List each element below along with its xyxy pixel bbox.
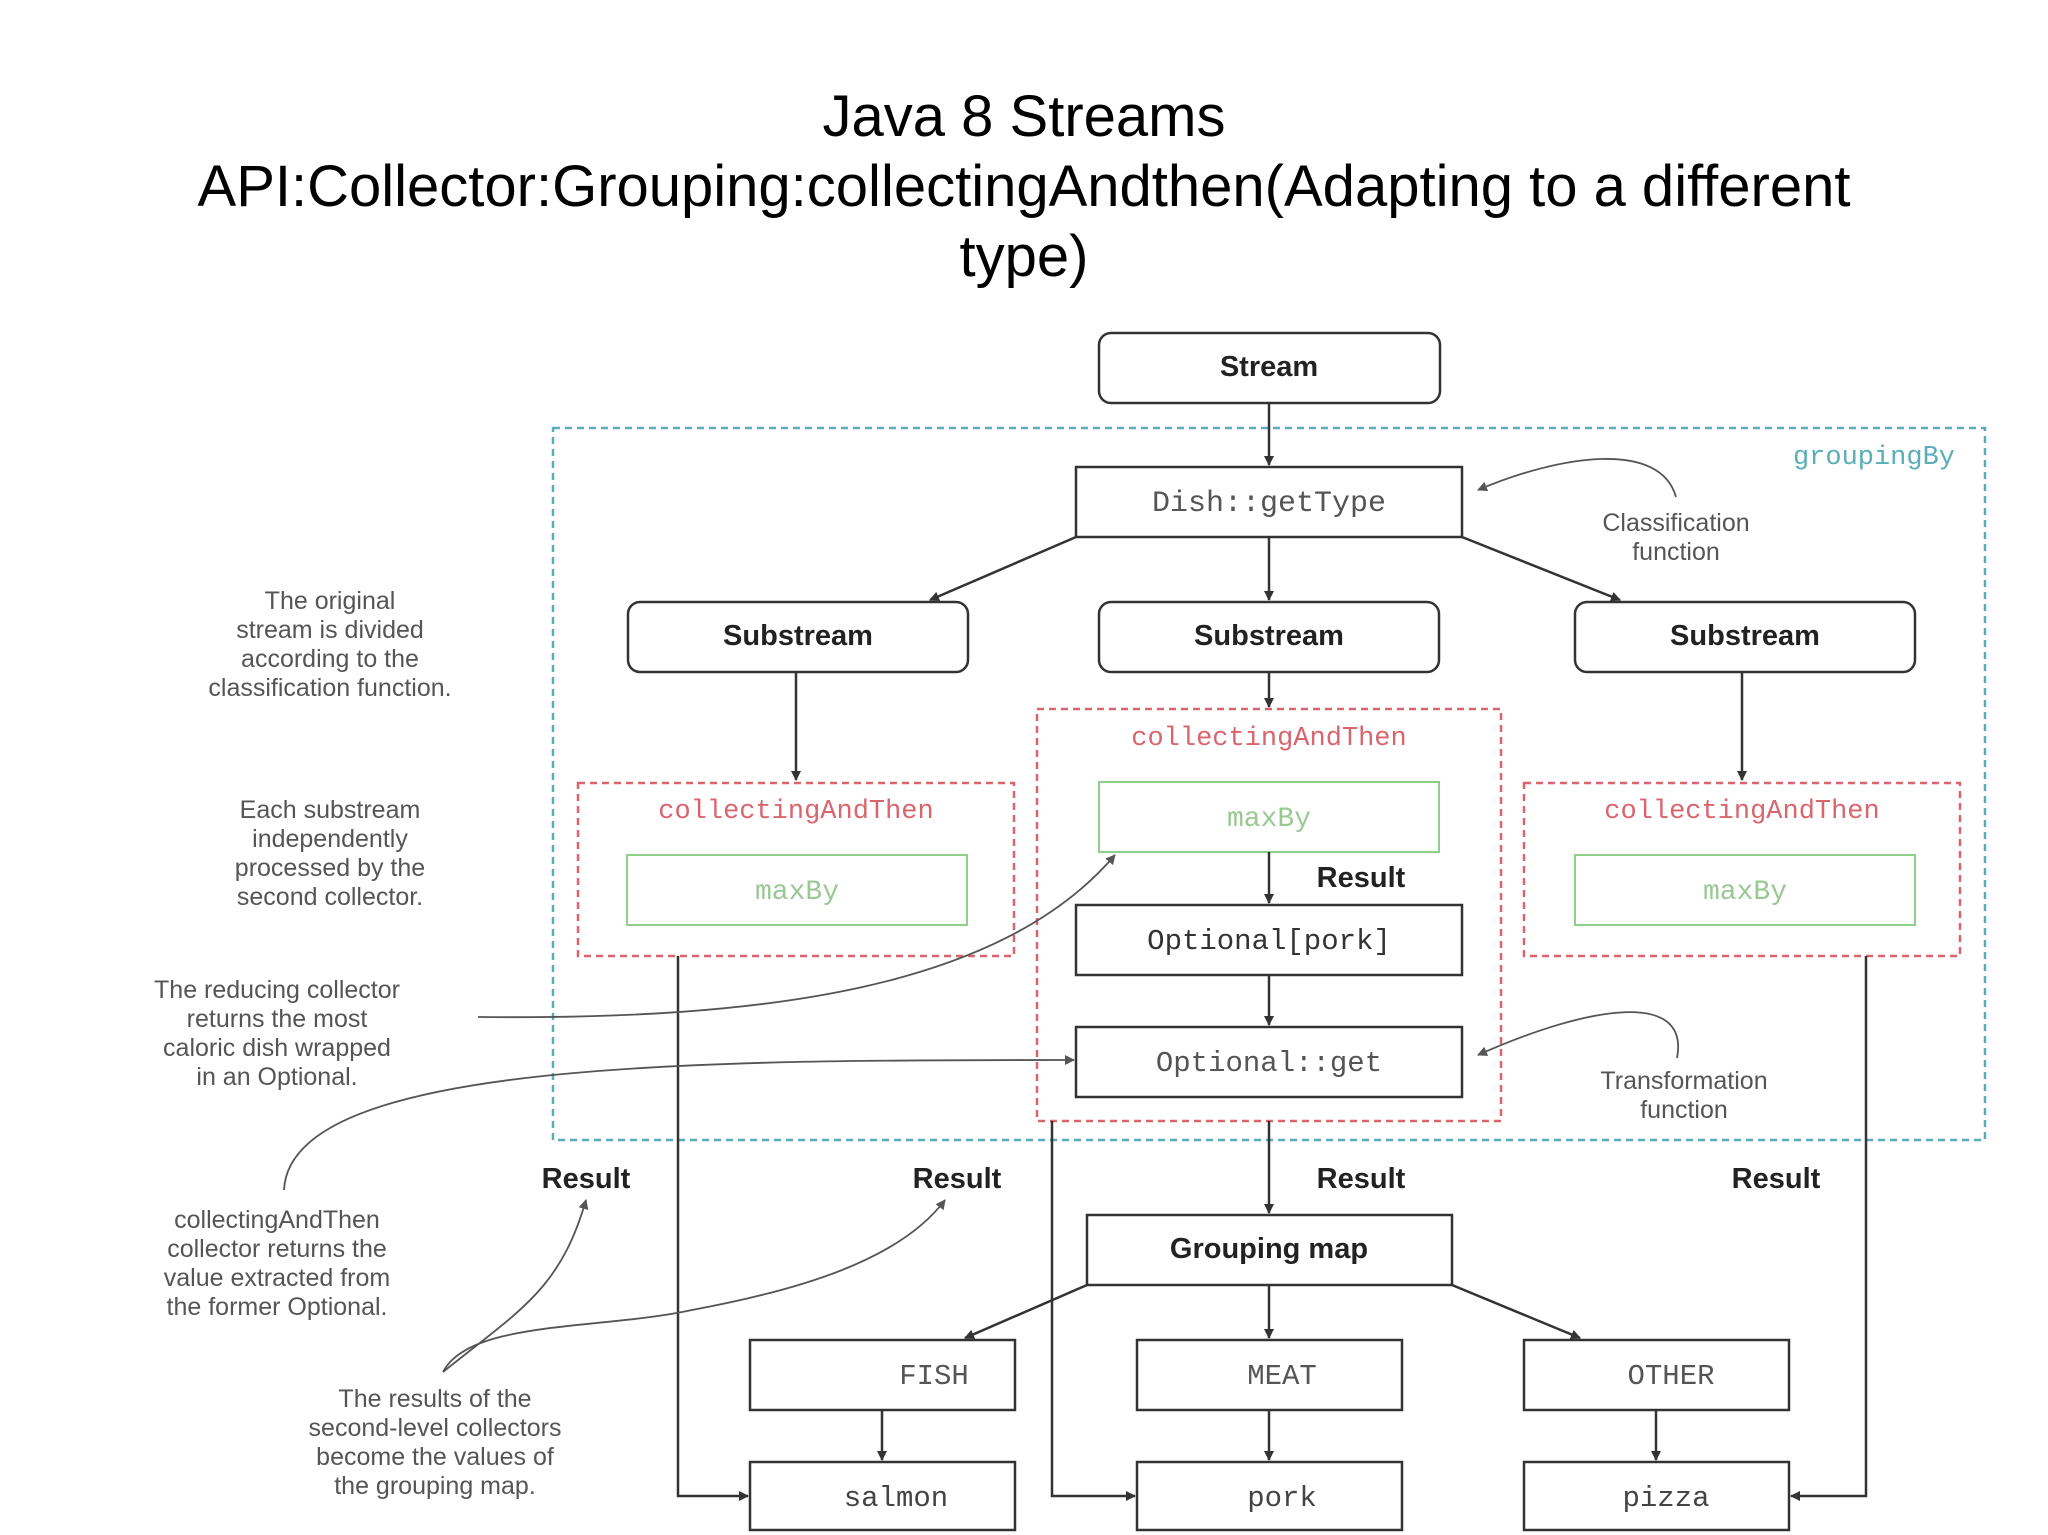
result-label-center: Result	[1317, 1163, 1406, 1195]
max-by-label-middle: maxBy	[1227, 804, 1311, 835]
classification-note-line-2: function	[1632, 538, 1720, 566]
collecting-and-then-region-right	[1522, 781, 1962, 958]
note-results-values-line-3: become the values of	[316, 1443, 554, 1471]
max-by-box-left	[626, 854, 968, 926]
substream-label-middle: Substream	[1194, 620, 1344, 652]
note-results-values-line-4: the grouping map.	[334, 1472, 536, 1500]
key-box-meat	[1135, 1338, 1404, 1412]
collecting-returns-pointer	[283, 1055, 1075, 1191]
key-box-other	[1522, 1338, 1791, 1412]
max-by-label-left: maxBy	[755, 877, 839, 908]
optional-get-box	[1074, 1025, 1464, 1099]
transformation-note-line-2: function	[1640, 1096, 1728, 1124]
substream-label-right: Substream	[1670, 620, 1820, 652]
slide-title: Java 8 Streams API:Collector:Grouping:co…	[0, 82, 2048, 292]
note-original-stream: The original stream is divided according…	[208, 587, 451, 702]
substream-box-left	[626, 600, 970, 674]
arrow-right-result-pizza	[1790, 956, 1868, 1501]
max-by-box-middle	[1098, 781, 1440, 853]
reducing-collector-pointer	[477, 854, 1116, 1019]
note-results-values-line-1: The results of the	[338, 1385, 531, 1413]
note-reducing-collector-line-3: caloric dish wrapped	[163, 1034, 391, 1062]
results-values-pointer-left	[442, 1199, 589, 1373]
value-box-pork	[1135, 1460, 1404, 1532]
arrow-classifier-substream-right	[1461, 535, 1621, 602]
note-substream-processed-line-2: independently	[252, 825, 408, 853]
classifier-label: Dish::getType	[1152, 487, 1386, 521]
stream-label: Stream	[1220, 351, 1318, 383]
collecting-and-then-label-left: collectingAndThen	[658, 797, 933, 827]
result-label-inner: Result	[1317, 862, 1406, 894]
transformation-pointer	[1477, 1011, 1680, 1059]
note-results-values-line-2: second-level collectors	[309, 1414, 562, 1442]
note-collecting-returns-line-1: collectingAndThen	[174, 1206, 380, 1234]
result-label-left: Result	[542, 1163, 631, 1195]
optional-pork-label: Optional[pork]	[1147, 925, 1391, 958]
note-substream-processed-line-3: processed by the	[235, 854, 425, 882]
arrow-classifier-substream-left	[929, 535, 1077, 602]
result-label-center-left: Result	[913, 1163, 1002, 1195]
note-collecting-returns-line-3: value extracted from	[164, 1264, 391, 1292]
max-by-label-right: maxBy	[1703, 877, 1787, 908]
note-original-stream-line-1: The original	[265, 587, 396, 615]
collecting-and-then-label-right: collectingAndThen	[1604, 797, 1879, 827]
results-values-pointer-right	[442, 1199, 946, 1373]
note-collecting-returns: collectingAndThen collector returns the …	[164, 1206, 391, 1321]
value-box-salmon	[748, 1460, 1017, 1532]
grouping-map-label: Grouping map	[1170, 1233, 1368, 1265]
collecting-and-then-label-middle: collectingAndThen	[1131, 724, 1406, 754]
value-label-salmon: salmon	[844, 1482, 948, 1515]
title-line-3: type)	[959, 224, 1089, 289]
note-reducing-collector-line-2: returns the most	[187, 1005, 368, 1033]
classification-pointer	[1477, 458, 1677, 498]
classifier-box	[1074, 465, 1464, 539]
grouping-map-box	[1085, 1213, 1454, 1287]
arrow-map-other	[1451, 1283, 1581, 1340]
key-label-fish: FISH	[899, 1360, 969, 1393]
transformation-note-line-1: Transformation	[1600, 1067, 1767, 1095]
note-reducing-collector-line-1: The reducing collector	[154, 976, 400, 1004]
substream-label-left: Substream	[723, 620, 873, 652]
arrow-left-result-salmon	[676, 956, 749, 1501]
arrow-map-fish	[964, 1283, 1088, 1340]
substream-box-right	[1573, 600, 1917, 674]
max-by-box-right	[1574, 854, 1916, 926]
note-original-stream-line-2: stream is divided	[236, 616, 424, 644]
value-label-pork: pork	[1247, 1482, 1317, 1515]
note-collecting-returns-line-2: collector returns the	[167, 1235, 387, 1263]
value-box-pizza	[1522, 1460, 1791, 1532]
note-results-values: The results of the second-level collecto…	[309, 1385, 562, 1500]
note-original-stream-line-4: classification function.	[208, 674, 451, 702]
optional-get-label: Optional::get	[1156, 1047, 1382, 1080]
title-line-1: Java 8 Streams	[822, 84, 1226, 149]
collecting-and-then-region-left	[576, 781, 1016, 958]
note-substream-processed: Each substream independently processed b…	[235, 796, 425, 911]
key-box-fish	[748, 1338, 1017, 1412]
key-label-other: OTHER	[1627, 1360, 1714, 1393]
note-collecting-returns-line-4: the former Optional.	[167, 1293, 388, 1321]
key-label-meat: MEAT	[1247, 1360, 1317, 1393]
arrow-middle-result-pork	[1050, 1121, 1136, 1501]
note-reducing-collector: The reducing collector returns the most …	[154, 976, 400, 1091]
grouping-by-label: groupingBy	[1793, 443, 1955, 473]
note-substream-processed-line-4: second collector.	[237, 883, 423, 911]
result-label-right: Result	[1732, 1163, 1821, 1195]
classification-note-line-1: Classification	[1602, 509, 1749, 537]
title-line-2: API:Collector:Grouping:collectingAndthen…	[197, 154, 1851, 219]
note-substream-processed-line-1: Each substream	[240, 796, 421, 824]
value-label-pizza: pizza	[1622, 1482, 1709, 1515]
note-original-stream-line-3: according to the	[241, 645, 419, 673]
note-reducing-collector-line-4: in an Optional.	[196, 1063, 357, 1091]
